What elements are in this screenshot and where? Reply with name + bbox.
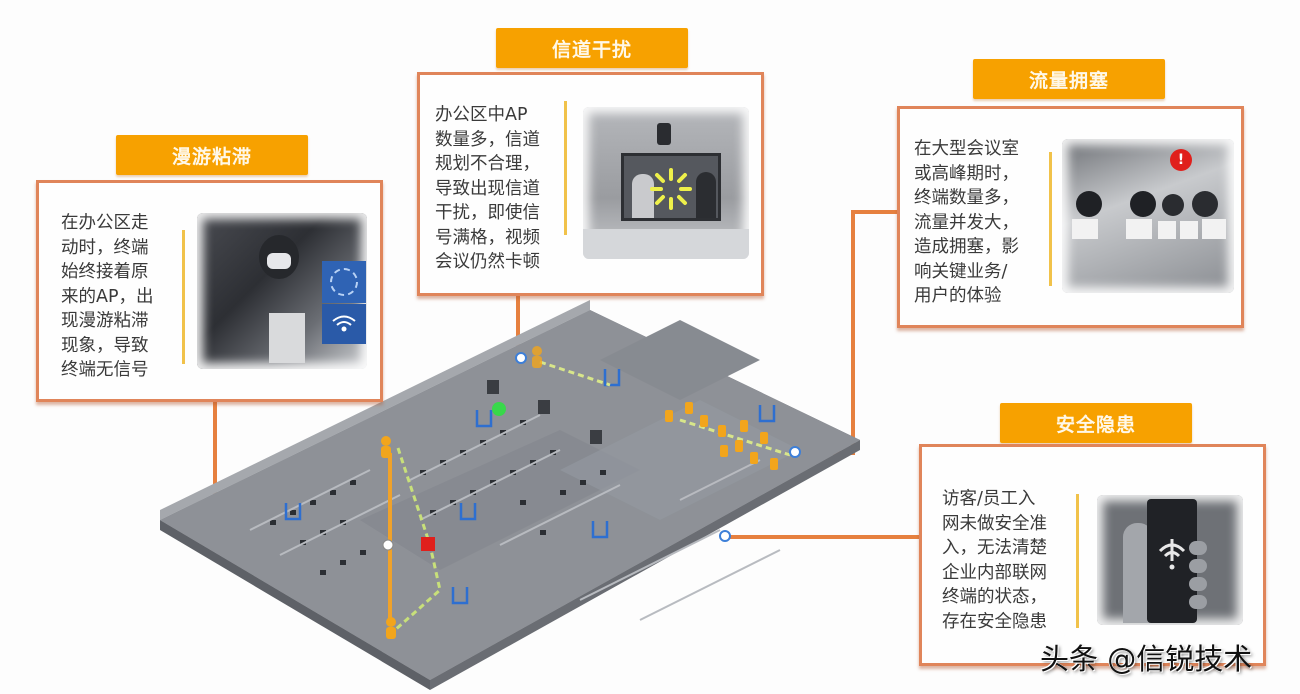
accent-bar xyxy=(1076,494,1079,628)
ap-icon xyxy=(591,521,609,539)
ok-signal-dot xyxy=(492,402,506,416)
congestion-node xyxy=(789,446,801,458)
congestion-description: 在大型会议室 或高峰期时， 终端数量多， 流量并发大， 造成拥塞，影 响关键业务… xyxy=(914,139,1019,306)
alert-exclamation-icon: ! xyxy=(1170,149,1192,171)
ap-icon xyxy=(284,503,302,521)
panel-interference: 办公区中AP 数量多，信道 规划不合理， 导致出现信道 干扰，即使信 号满格，视… xyxy=(417,72,764,296)
ap-icon xyxy=(603,369,621,387)
accent-bar xyxy=(1049,152,1052,286)
tag-congestion: 流量拥塞 xyxy=(973,59,1165,99)
interference-description: 办公区中AP 数量多，信道 规划不合理， 导致出现信道 干扰，即使信 号满格，视… xyxy=(435,105,540,272)
panel-congestion: 在大型会议室 或高峰期时， 终端数量多， 流量并发大， 造成拥塞，影 响关键业务… xyxy=(897,106,1244,328)
ap-icon xyxy=(475,410,493,428)
ap-icon xyxy=(758,405,776,423)
wifi-blocked-icon xyxy=(1158,539,1186,570)
connector-congestion-vertical xyxy=(851,210,855,454)
roaming-description: 在办公区走 动时，终端 始终接着原 来的AP，出 现漫游粘滞 现象，导致 终端无… xyxy=(61,213,154,380)
table xyxy=(583,229,749,259)
interference-photo xyxy=(583,107,749,259)
interference-marker xyxy=(421,537,435,551)
ap-icon xyxy=(459,503,477,521)
panel-security: 访客/员工入 网未做安全准 入，无法清楚 企业内部联网 终端的状态， 存在安全隐… xyxy=(919,444,1266,666)
connector-congestion-top xyxy=(851,210,899,214)
security-description: 访客/员工入 网未做安全准 入，无法清楚 企业内部联网 终端的状态， 存在安全隐… xyxy=(942,489,1047,632)
ap-icon xyxy=(451,587,469,605)
tag-security: 安全隐患 xyxy=(1000,403,1192,443)
loading-ring-icon xyxy=(322,261,366,303)
connector-interference xyxy=(516,295,520,357)
connector-security xyxy=(727,535,921,539)
interference-node xyxy=(515,352,527,364)
connector-roaming-vertical xyxy=(213,402,217,546)
watermark: 头条 @信锐技术 xyxy=(1040,642,1253,676)
security-photo xyxy=(1097,495,1243,625)
tag-roaming: 漫游粘滞 xyxy=(116,135,308,175)
camera xyxy=(657,123,671,145)
security-node xyxy=(719,530,731,542)
wifi-icon xyxy=(322,304,366,344)
panel-roaming: 在办公区走 动时，终端 始终接着原 来的AP，出 现漫游粘滞 现象，导致 终端无… xyxy=(36,180,383,402)
accent-bar xyxy=(564,101,567,235)
face-mask xyxy=(267,253,291,269)
buffering-spinner-icon xyxy=(650,168,692,210)
roaming-photo xyxy=(197,213,367,369)
congestion-photo: ! xyxy=(1062,139,1234,293)
cup xyxy=(269,313,305,363)
accent-bar xyxy=(182,230,185,364)
tag-interference: 信道干扰 xyxy=(496,28,688,68)
